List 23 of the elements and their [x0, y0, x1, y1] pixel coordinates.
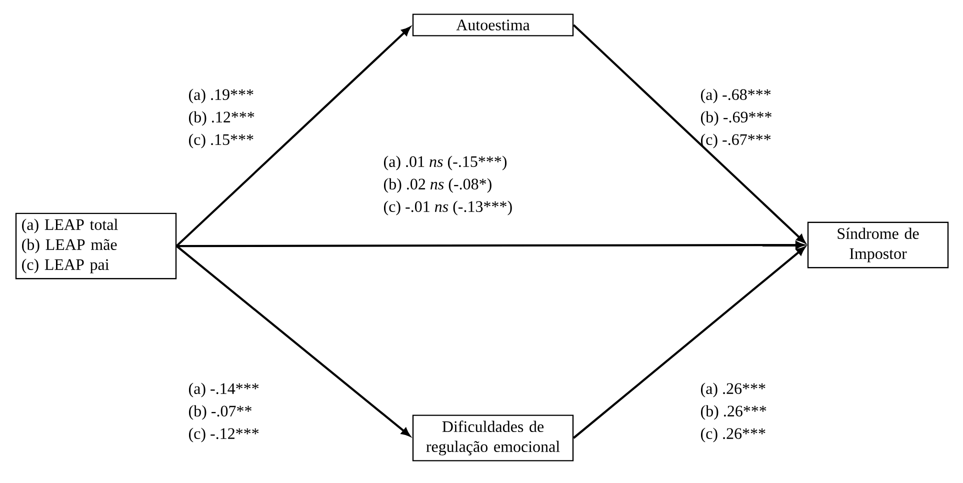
variable-box: Dificuldades de regulação emocional	[412, 414, 574, 462]
arrow	[572, 24, 806, 244]
coefficient-label: (b) .12***	[188, 111, 254, 126]
variable-box: Autoestima	[412, 14, 574, 36]
coefficient-label: (b) -.07**	[188, 405, 252, 420]
variable-box: Síndrome de Impostor	[807, 222, 949, 268]
coefficient-label: (c) .26***	[700, 428, 766, 442]
coefficient-label: (a) .01 ns (-.15***)	[384, 156, 507, 170]
coefficient-label: (b) -.69***	[700, 111, 772, 126]
arrow	[176, 245, 410, 436]
arrow	[176, 241, 804, 249]
coefficient-label: (b) .02 ns (-.08*)	[384, 178, 492, 193]
coefficient-label: (a) -.68***	[700, 88, 771, 104]
coefficient-label: (c) .15***	[188, 134, 254, 148]
coefficient-label: (b) .26***	[700, 405, 766, 420]
arrow	[176, 26, 410, 247]
coefficient-label: (a) .26***	[700, 382, 766, 398]
coefficient-label: (c) -.01 ns (-.13***)	[384, 200, 512, 216]
arrow	[572, 246, 806, 439]
variable-box: (a) LEAP total (b) LEAP mãe (c) LEAP pai	[15, 212, 177, 280]
coefficient-label: (a) .19***	[188, 88, 254, 104]
coefficient-label: (a) -.14***	[188, 382, 259, 398]
coefficient-label: (c) -.12***	[188, 428, 259, 442]
